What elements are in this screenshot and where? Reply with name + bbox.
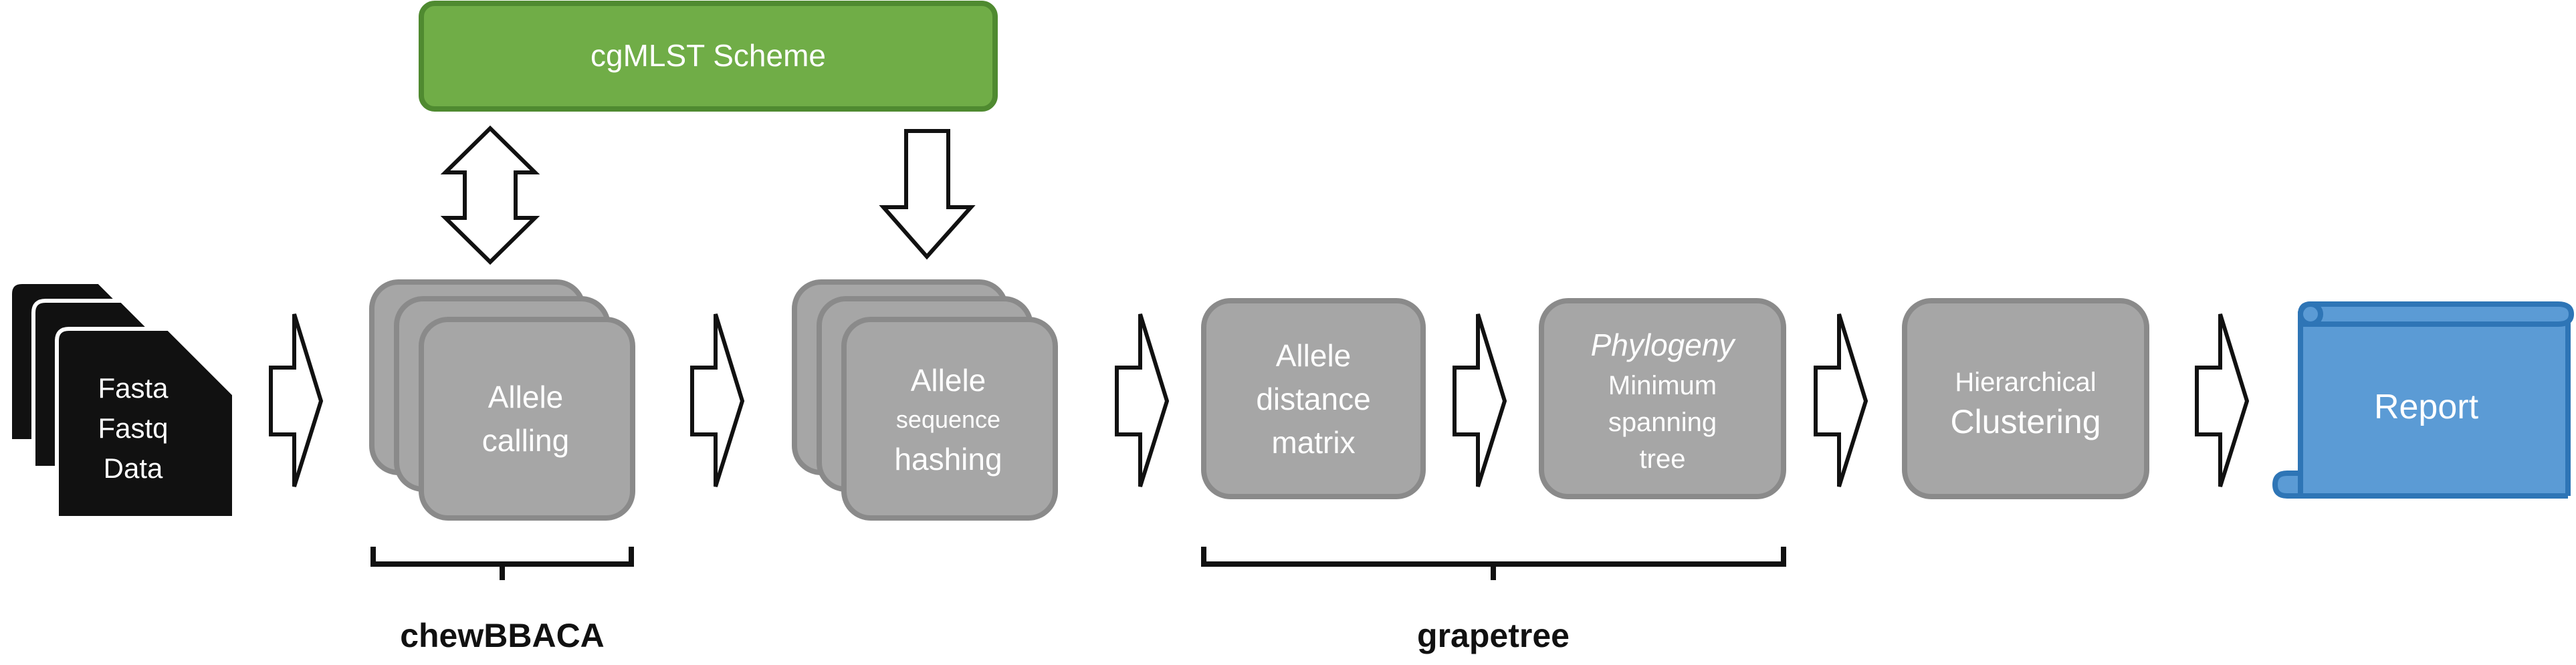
phylogeny-box: Phylogeny Minimum spanning tree [1539, 298, 1786, 499]
allele-hashing-line-2: sequence [896, 406, 1000, 433]
right-arrow-icon [1115, 313, 1170, 487]
right-arrow-icon [690, 313, 745, 487]
right-arrow-icon [1814, 313, 1868, 487]
grapetree-label: grapetree [1417, 617, 1570, 654]
distance-matrix-box: Allele distance matrix [1201, 298, 1426, 499]
allele-calling-line-2: calling [482, 423, 569, 458]
allele-hashing-box: Allele sequence hashing [792, 279, 1058, 521]
input-line-2: Fastq [98, 412, 168, 444]
input-line-1: Fasta [98, 372, 169, 404]
right-arrow-icon [2195, 313, 2250, 487]
phylogeny-line-3: tree [1640, 444, 1686, 474]
double-arrow-icon [440, 125, 540, 265]
input-line-3: Data [104, 452, 163, 484]
right-arrow-icon [1453, 313, 1507, 487]
phylogeny-line-2: spanning [1608, 408, 1717, 437]
distance-matrix-line-2: distance [1256, 382, 1370, 416]
phylogeny-line-1: Minimum [1608, 371, 1717, 400]
cgmlst-scheme-box: cgMLST Scheme [419, 1, 998, 112]
clustering-line-1: Hierarchical [1955, 368, 2096, 397]
chewbbaca-brace [370, 547, 634, 580]
down-arrow-icon [879, 129, 976, 260]
grapetree-brace [1201, 547, 1786, 580]
clustering-line-2: Clustering [1950, 403, 2101, 440]
allele-calling-box: Allele calling [369, 279, 635, 521]
allele-calling-line-1: Allele [488, 380, 564, 414]
clustering-box: Hierarchical Clustering [1902, 298, 2149, 499]
report-label: Report [2374, 388, 2479, 426]
phylogeny-title: Phylogeny [1591, 327, 1737, 362]
flow-arrows [269, 313, 2250, 487]
right-arrow-icon [269, 313, 324, 487]
allele-hashing-line-3: hashing [894, 442, 1002, 477]
distance-matrix-line-1: Allele [1276, 338, 1352, 373]
allele-hashing-line-1: Allele [911, 363, 986, 398]
input-files: Fasta Fastq Data [8, 280, 236, 520]
distance-matrix-line-3: matrix [1271, 425, 1355, 460]
cgmlst-scheme-label: cgMLST Scheme [591, 38, 826, 73]
report-scroll: Report [2272, 301, 2575, 499]
chewbbaca-label: chewBBACA [400, 617, 605, 654]
